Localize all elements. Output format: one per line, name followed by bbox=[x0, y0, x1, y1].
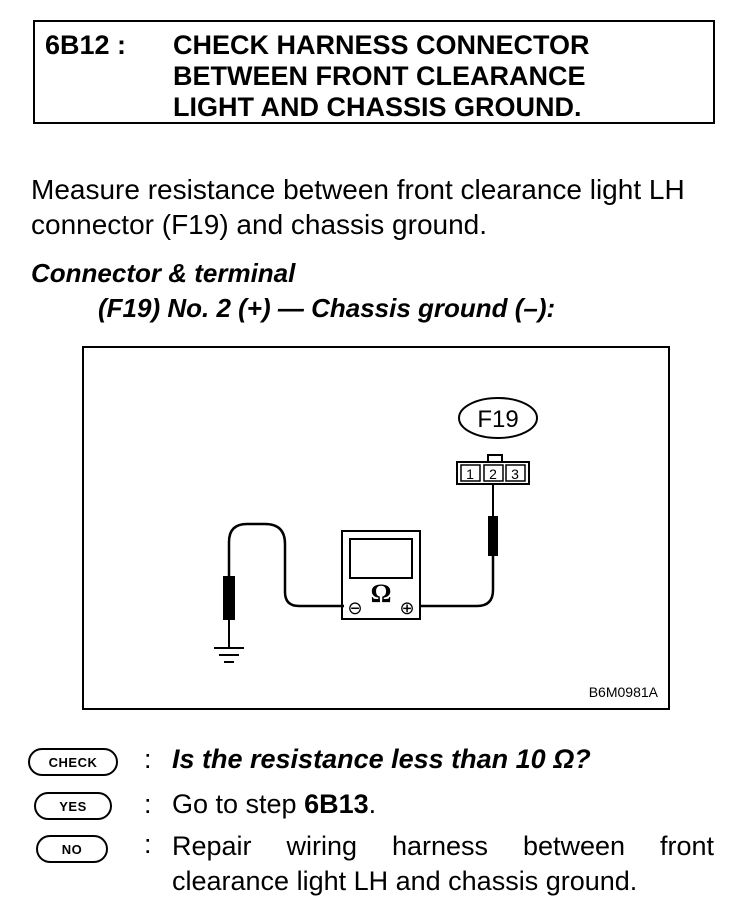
figure-code: B6M0981A bbox=[588, 684, 658, 700]
pin-3-box bbox=[505, 464, 526, 482]
pin-1-box bbox=[460, 464, 481, 482]
yes-step-ref: 6B13 bbox=[304, 789, 369, 819]
step-title-line-2: BETWEEN FRONT CLEARANCE bbox=[173, 61, 586, 91]
positive-lead bbox=[410, 556, 495, 608]
connector-latch bbox=[487, 454, 503, 463]
connector-terminal-spec: (F19) No. 2 (+) — Chassis ground (–): bbox=[98, 293, 556, 323]
pin-2-box bbox=[483, 464, 504, 482]
step-title: CHECK HARNESS CONNECTOR BETWEEN FRONT CL… bbox=[173, 30, 590, 123]
pin-3-label: 3 bbox=[511, 466, 519, 482]
step-title-line-1: CHECK HARNESS CONNECTOR bbox=[173, 30, 590, 60]
negative-probe bbox=[223, 576, 235, 620]
check-question: Is the resistance less than 10 Ω? bbox=[172, 744, 591, 774]
step-header-box: 6B12 : CHECK HARNESS CONNECTOR BETWEEN F… bbox=[33, 20, 715, 124]
yes-colon: : bbox=[144, 789, 152, 819]
connector-label-ellipse bbox=[458, 397, 538, 439]
pin-1-label: 1 bbox=[466, 466, 474, 482]
ohmmeter-display bbox=[349, 538, 413, 579]
no-text: Repair wiring harness between front clea… bbox=[172, 831, 714, 896]
wiring-diagram: F19 1 2 3 Ω ⊖ ⊕ B6M0981A bbox=[82, 346, 670, 710]
connector-label: F19 bbox=[477, 406, 518, 433]
minus-terminal-icon: ⊖ bbox=[347, 598, 362, 619]
no-colon: : bbox=[144, 829, 152, 859]
wiring-diagram-svg: F19 1 2 3 Ω ⊖ ⊕ bbox=[214, 397, 538, 663]
positive-probe bbox=[488, 516, 498, 556]
ohm-symbol: Ω bbox=[371, 579, 392, 608]
yes-text: Go to step 6B13. bbox=[172, 789, 376, 820]
check-colon: : bbox=[144, 744, 152, 774]
yes-text-suffix: . bbox=[368, 789, 377, 819]
instruction-text: Measure resistance between front clearan… bbox=[31, 174, 685, 240]
step-title-line-3: LIGHT AND CHASSIS GROUND. bbox=[173, 92, 582, 122]
pin-2-label: 2 bbox=[489, 466, 497, 482]
step-number: 6B12 : bbox=[45, 30, 127, 60]
yes-text-prefix: Go to step bbox=[172, 789, 305, 819]
connector-terminal-heading: Connector & terminal bbox=[31, 258, 296, 288]
no-badge: NO bbox=[36, 835, 108, 863]
yes-badge: YES bbox=[34, 792, 112, 820]
plus-terminal-icon: ⊕ bbox=[399, 598, 414, 619]
check-badge: CHECK bbox=[28, 748, 118, 776]
negative-lead bbox=[227, 522, 344, 608]
